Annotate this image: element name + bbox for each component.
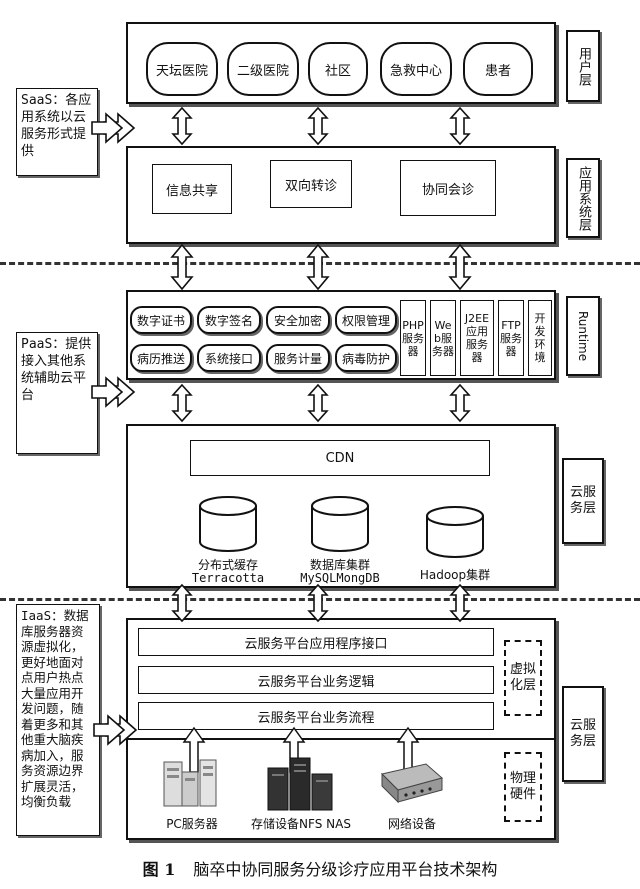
database-cluster-label: 数据库集群 (309, 558, 370, 572)
distributed-cache-db-icon (199, 496, 257, 552)
runtime-permission-management: 权限管理 (335, 306, 397, 334)
arrow-runtime-cloud-3 (450, 384, 470, 422)
virtualization-layer-label: 虚拟化层 (504, 640, 542, 716)
runtime-virus-protection: 病毒防护 (335, 344, 397, 372)
arrow-saas (91, 113, 135, 143)
arrow-runtime-cloud-2 (308, 384, 328, 422)
network-device-icon (381, 763, 444, 804)
user-patient: 患者 (463, 42, 533, 96)
infra-divider-line (128, 738, 554, 740)
app-two-way-referral: 双向转诊 (270, 160, 352, 208)
iaas-note: IaaS：数据库服务器资源虚拟化，更好地面对点用户热点大量应用开发问题，随着更多… (16, 604, 100, 836)
runtime-security-encryption: 安全加密 (266, 306, 330, 334)
storage-device-icon (267, 757, 333, 811)
user-secondary-hospital: 二级医院 (227, 42, 299, 96)
business-logic-bar: 云服务平台业务逻辑 (138, 666, 494, 694)
infra-layer-label: 云服务层 (562, 686, 604, 782)
distributed-cache-sub: Terracotta (191, 571, 265, 585)
storage-device-label: 存储设备NFS NAS (251, 817, 351, 831)
business-process-bar: 云服务平台业务流程 (138, 702, 494, 730)
user-community: 社区 (308, 42, 368, 96)
runtime-layer-label: Runtime (566, 296, 600, 376)
arrow-paas (91, 377, 135, 407)
app-collaborative-consultation: 协同会诊 (400, 160, 496, 216)
network-device-label: 网络设备 (387, 817, 436, 831)
server-web: Web服务器 (430, 300, 456, 376)
hadoop-cluster-db-icon (426, 506, 484, 558)
hadoop-cluster-label: Hadoop集群 (419, 568, 491, 582)
arrow-user-app-2 (308, 107, 328, 145)
runtime-service-metering: 服务计量 (266, 344, 330, 372)
dev-environment: 开发环境 (528, 300, 552, 376)
arrow-app-runtime-1 (171, 244, 193, 290)
arrow-iaas (93, 715, 137, 745)
arrow-cloud-infra-2 (308, 584, 328, 622)
runtime-digital-certificate: 数字证书 (130, 306, 192, 334)
runtime-system-interface: 系统接口 (197, 344, 261, 372)
distributed-cache-label: 分布式缓存 (197, 558, 258, 572)
runtime-digital-signature: 数字签名 (197, 306, 261, 334)
server-php: PHP服务器 (400, 300, 426, 376)
pc-server-label: PC服务器 (166, 817, 218, 831)
cloud-service-layer-label: 云服务层 (562, 458, 604, 544)
arrow-cloud-infra-3 (450, 584, 470, 622)
runtime-record-push: 病历推送 (130, 344, 192, 372)
arrow-runtime-cloud-1 (172, 384, 192, 422)
app-info-sharing: 信息共享 (152, 164, 232, 214)
figure-number: 图 1 (142, 860, 176, 879)
database-cluster-sub: MySQLMongDB (300, 571, 380, 585)
server-ftp: FTP服务器 (498, 300, 524, 376)
arrow-user-app-3 (450, 107, 470, 145)
user-emergency-center: 急救中心 (380, 42, 452, 96)
pc-server-icon (163, 759, 217, 807)
user-tiantan-hospital: 天坛医院 (146, 42, 218, 96)
figure-caption: 图 1 脑卒中协同服务分级诊疗应用平台技术架构 (0, 856, 640, 880)
cdn-box: CDN (190, 440, 490, 476)
arrow-cloud-infra-1 (172, 584, 192, 622)
saas-note: SaaS：各应用系统以云服务形式提供 (16, 88, 98, 176)
arrow-user-app-1 (172, 107, 192, 145)
database-cluster-db-icon (311, 496, 369, 552)
user-layer-label: 用户层 (566, 30, 600, 102)
paas-note: PaaS：提供接入其他系统辅助云平台 (16, 332, 98, 454)
arrow-app-runtime-2 (307, 244, 329, 290)
server-j2ee: J2EE应用服务器 (460, 300, 494, 376)
physical-hardware-label: 物理硬件 (504, 752, 542, 822)
arrow-app-runtime-3 (449, 244, 471, 290)
api-bar: 云服务平台应用程序接口 (138, 628, 494, 656)
app-layer-label: 应用系统层 (566, 158, 600, 238)
figure-title: 脑卒中协同服务分级诊疗应用平台技术架构 (193, 860, 498, 879)
